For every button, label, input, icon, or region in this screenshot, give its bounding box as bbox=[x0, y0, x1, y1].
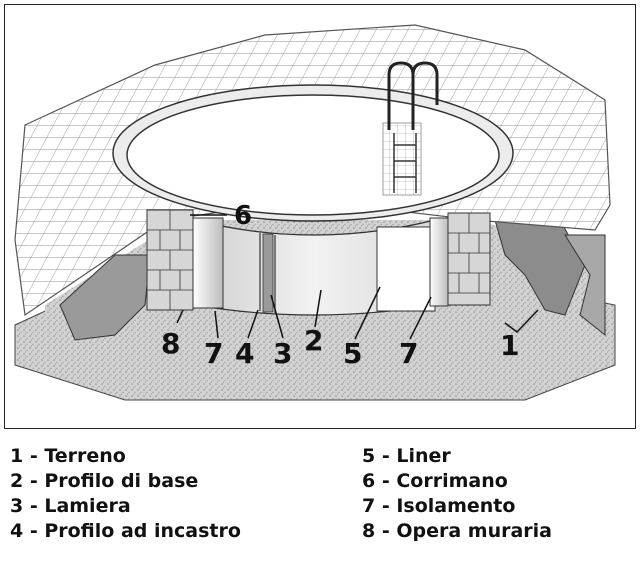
callout-3: 3 bbox=[273, 337, 292, 370]
pool-ladder bbox=[382, 61, 439, 196]
masonry-right bbox=[447, 212, 491, 306]
legend-item-isolamento: 7 - Isolamento bbox=[362, 495, 516, 517]
callouts: 6 8 7 4 3 2 5 7 1 bbox=[161, 201, 519, 370]
masonry-left bbox=[146, 209, 194, 311]
legend-right-column: 5 - Liner 6 - Corrimano 7 - Isolamento 8… bbox=[362, 444, 552, 544]
pool-wall bbox=[194, 219, 436, 316]
callout-7-left: 7 bbox=[204, 337, 223, 370]
callout-1: 1 bbox=[500, 329, 519, 362]
leader-lines bbox=[176, 214, 539, 340]
legend-left-column: 1 - Terreno 2 - Profilo di base 3 - Lami… bbox=[10, 444, 241, 544]
legend-item-profilo-ad-incastro: 4 - Profilo ad incastro bbox=[10, 520, 241, 542]
pool-rim bbox=[112, 84, 514, 222]
callout-7-right: 7 bbox=[399, 337, 418, 370]
callout-4: 4 bbox=[235, 337, 254, 370]
legend-item-profilo-di-base: 2 - Profilo di base bbox=[10, 470, 199, 492]
callout-6: 6 bbox=[234, 201, 252, 231]
callout-5: 5 bbox=[343, 337, 362, 370]
callout-8: 8 bbox=[161, 327, 180, 360]
legend-item-corrimano: 6 - Corrimano bbox=[362, 470, 508, 492]
legend-item-opera-muraria: 8 - Opera muraria bbox=[362, 520, 552, 542]
legend-item-liner: 5 - Liner bbox=[362, 445, 451, 467]
legend: 1 - Terreno 2 - Profilo di base 3 - Lami… bbox=[0, 444, 641, 554]
pool-diagram: 6 8 7 4 3 2 5 7 1 bbox=[4, 4, 636, 429]
callout-2: 2 bbox=[304, 324, 323, 357]
legend-item-lamiera: 3 - Lamiera bbox=[10, 495, 131, 517]
legend-item-terreno: 1 - Terreno bbox=[10, 445, 126, 467]
